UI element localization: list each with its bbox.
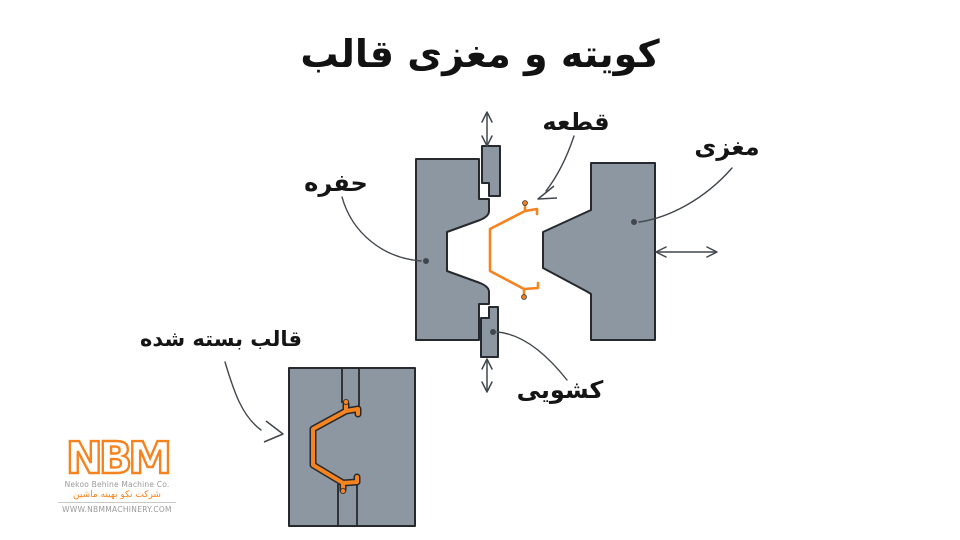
core-block-shape [542, 162, 656, 341]
slider-leader-dot [490, 329, 496, 335]
logo-divider [58, 502, 176, 503]
logo-company-name-en: Nekoo Behine Machine Co. [64, 480, 170, 489]
part-leader-arrowhead-icon [537, 185, 558, 200]
bottom-slider-shape [480, 306, 499, 358]
top-slider-motion-arrow-icon [481, 111, 493, 147]
nbm-logo-text: NBM [66, 436, 168, 478]
logo-company-name-fa: شرکت نکو بهینه ماشین [73, 490, 161, 500]
cavity-leader-line [341, 196, 422, 262]
closed-mold-leader-line [224, 361, 262, 431]
slide-title: کویته و مغزی قالب [300, 32, 660, 76]
label-closed-mold: قالب بسته شده [139, 327, 303, 351]
label-core: مغزی [694, 133, 760, 161]
core-motion-arrow-icon [655, 246, 718, 258]
bottom-slider-motion-arrow-icon [481, 358, 493, 393]
core-leader-line [638, 167, 733, 223]
closed-mold-shape [288, 367, 416, 527]
label-cavity: حفره [304, 169, 368, 197]
closed-mold-leader-arrowhead-icon [263, 420, 284, 443]
cavity-block-shape [415, 158, 490, 341]
nbm-logo: NBM Nekoo Behine Machine Co. شرکت نکو به… [56, 432, 178, 514]
label-part: قطعه [542, 108, 610, 136]
motion-arrows [481, 111, 718, 393]
part-leader-line [545, 135, 575, 192]
cavity-leader-dot [423, 258, 429, 264]
leader-lines [224, 135, 733, 443]
label-slider: کشویی [516, 376, 604, 404]
logo-website: WWW.NBMMACHINERY.COM [62, 505, 172, 514]
part-open-shape [488, 200, 540, 300]
nbm-logo-mark: NBM [65, 432, 174, 485]
top-slider-shape [481, 145, 501, 197]
slider-leader-line [496, 331, 568, 381]
core-leader-dot [631, 219, 637, 225]
